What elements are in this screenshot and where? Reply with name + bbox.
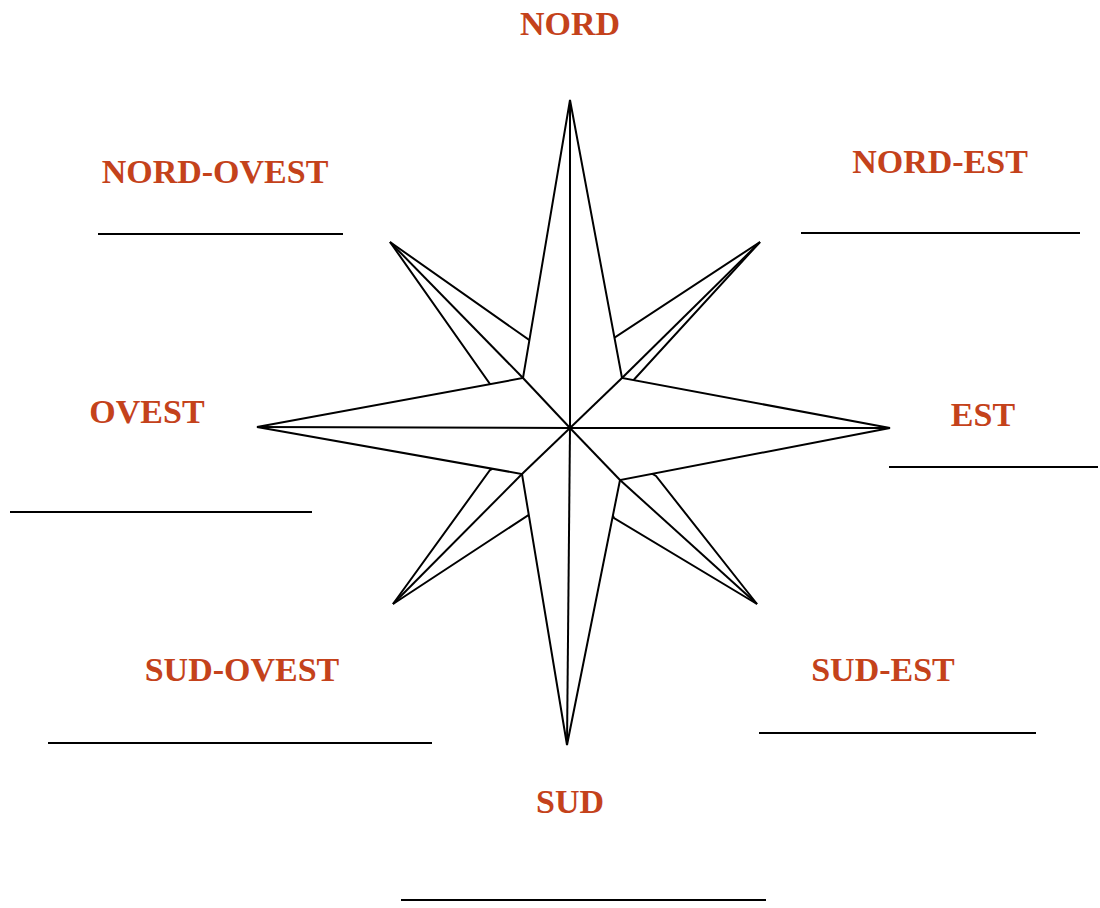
nw-spike-ridge [390, 242, 523, 378]
direction-label: OVEST [89, 395, 204, 429]
star-ridges [257, 100, 890, 745]
direction-label: NORD [520, 7, 620, 41]
sw-spike-ridge [393, 474, 522, 604]
ne-spike-ridge [622, 242, 760, 378]
direction-label: NORD-EST [852, 145, 1028, 179]
direction-label: EST [951, 398, 1015, 432]
direction-label: SUD [536, 785, 604, 819]
answer-lines [10, 233, 1098, 900]
se-spike-ridge [620, 480, 757, 604]
direction-label: SUD-OVEST [145, 653, 340, 687]
direction-label: NORD-OVEST [102, 155, 329, 189]
main-star [257, 100, 890, 745]
direction-label: SUD-EST [811, 653, 955, 687]
